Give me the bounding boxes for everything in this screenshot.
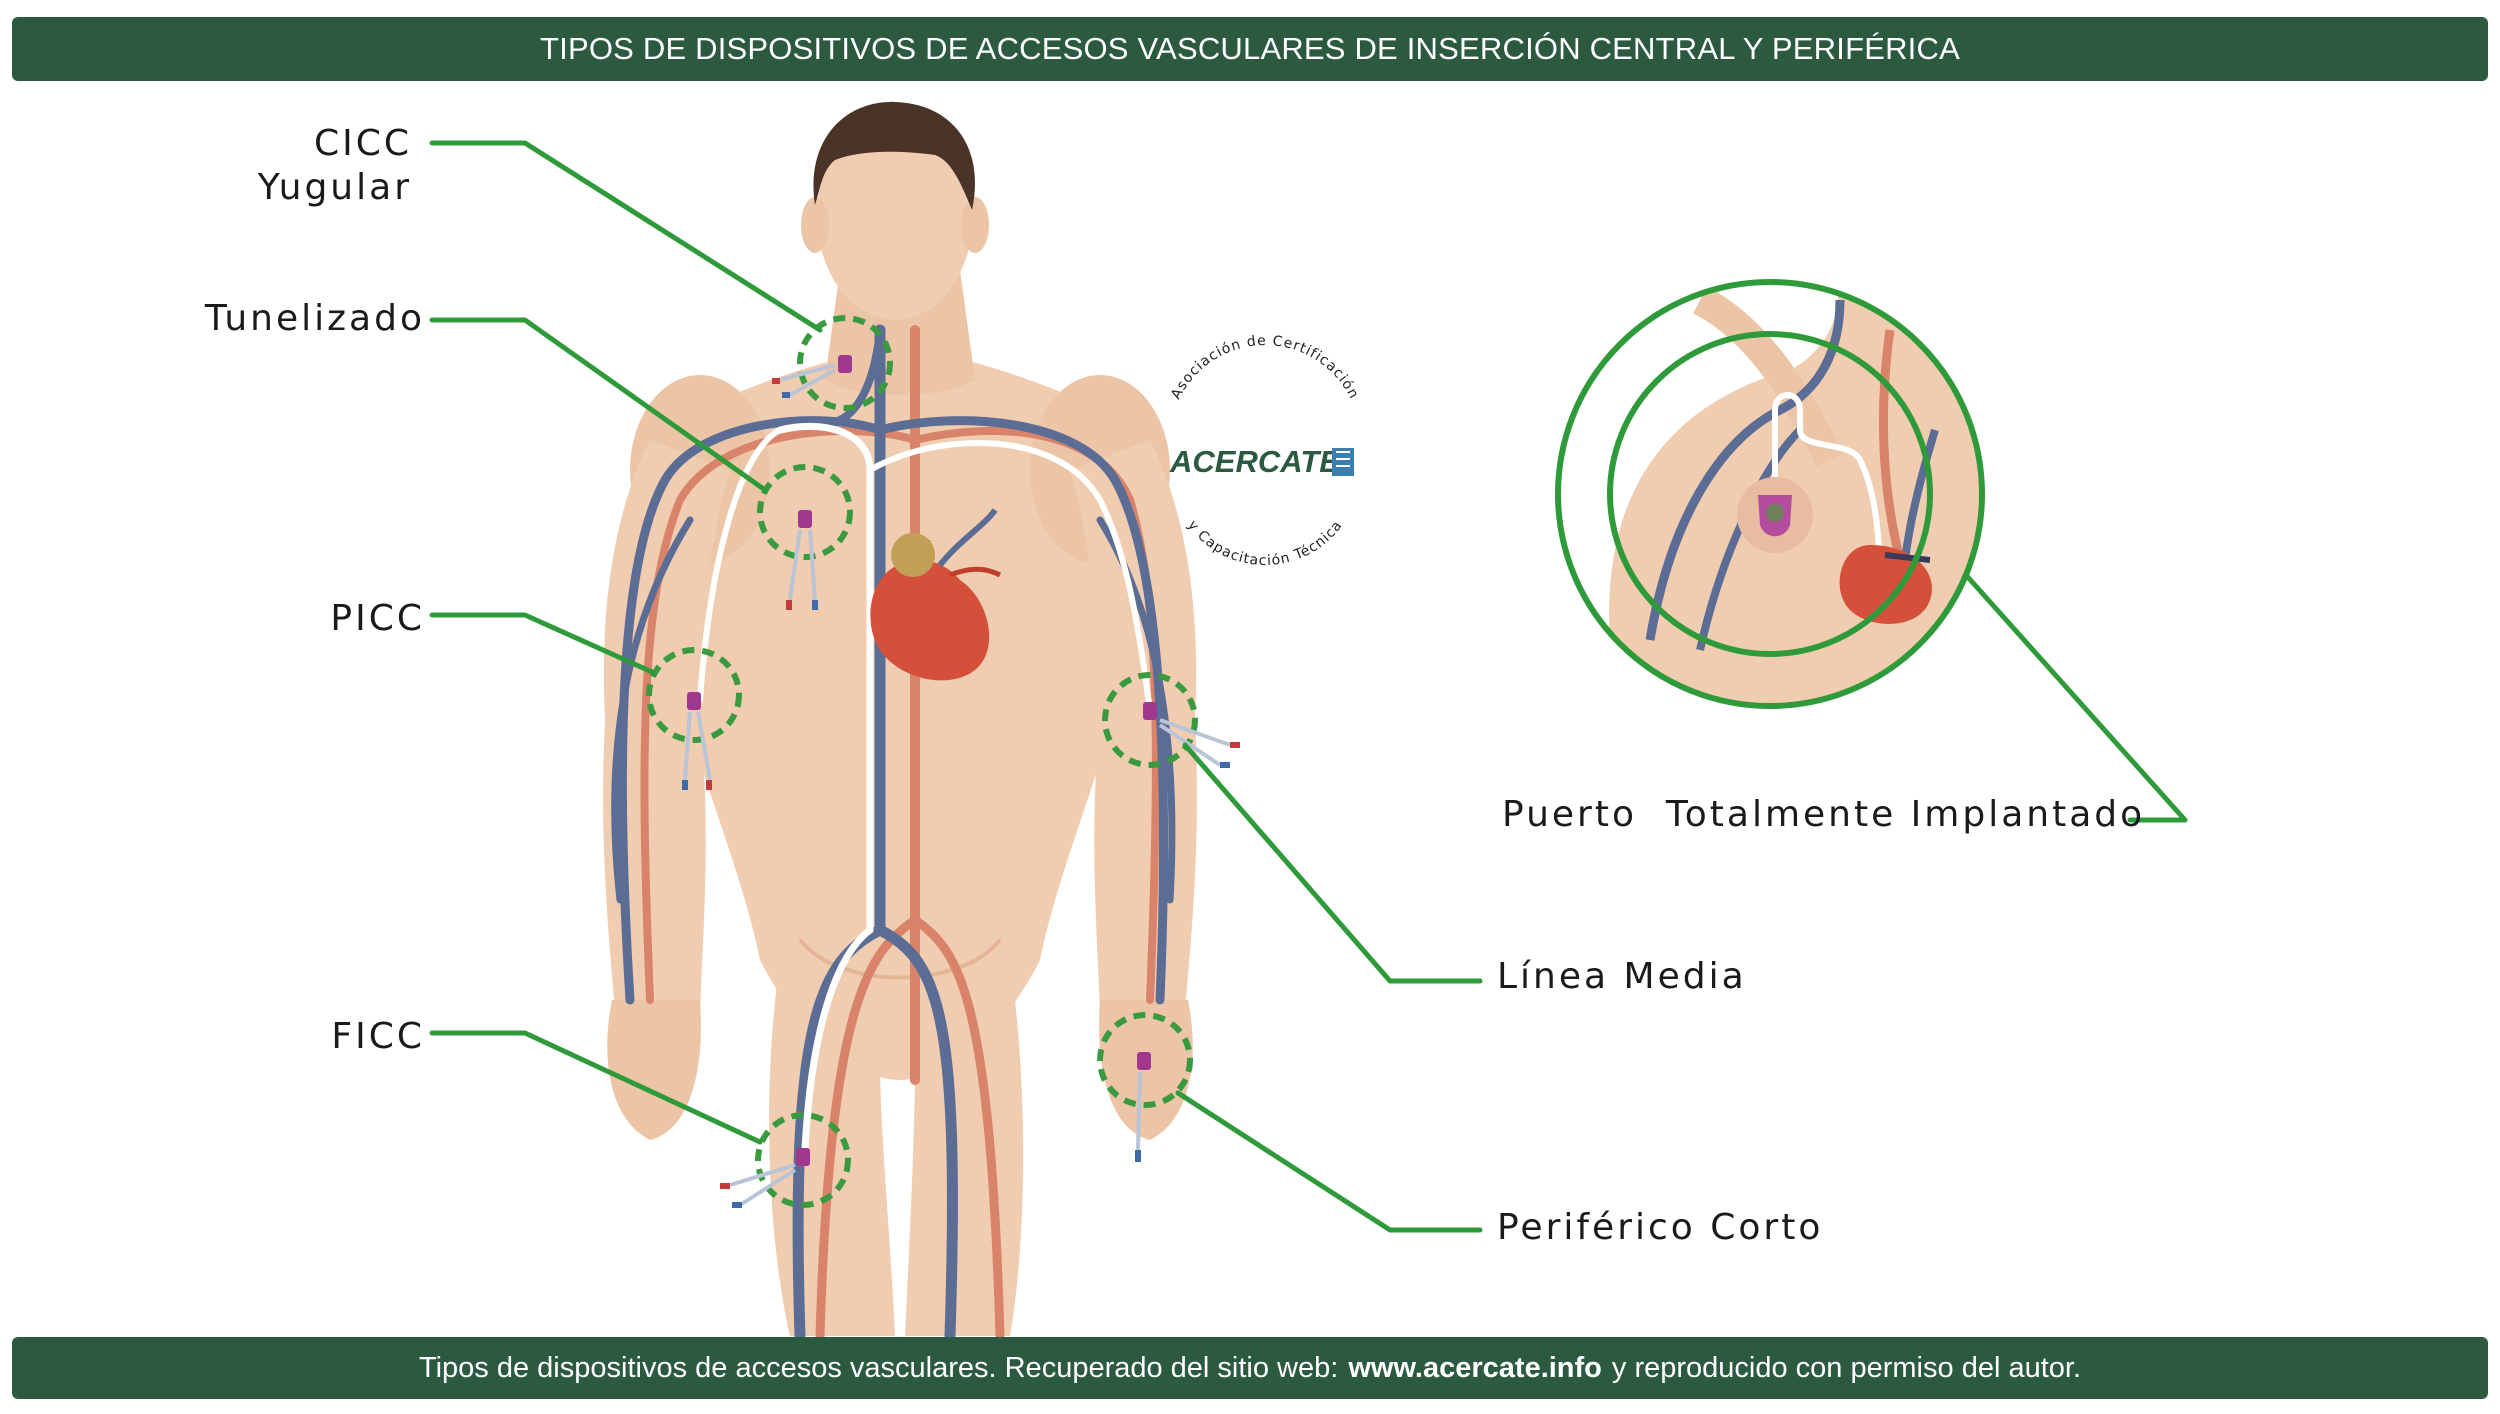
ficc-marker bbox=[755, 1112, 851, 1208]
cicc-yugular-marker bbox=[797, 315, 893, 411]
tunelizado-marker bbox=[757, 464, 853, 560]
label-cicc-line2: Yugular bbox=[257, 167, 412, 208]
torso bbox=[660, 350, 1140, 1080]
footer-text-before: Tipos de dispositivos de accesos vascula… bbox=[418, 1351, 1339, 1384]
hair bbox=[813, 101, 975, 210]
port-zoom-inset bbox=[1555, 279, 1985, 709]
label-ficc: FICC bbox=[331, 1016, 425, 1057]
label-cicc: CICC Yugular bbox=[250, 122, 412, 210]
leader-lines bbox=[429, 140, 2188, 1233]
footer-url[interactable]: www.acercate.info bbox=[1348, 1351, 1602, 1384]
header-bar: TIPOS DE DISPOSITIVOS DE ACCESOS VASCULA… bbox=[12, 17, 2488, 81]
footer-text-after: y reproducido con permiso del autor. bbox=[1611, 1351, 2082, 1384]
logo-wordmark: ACERCATE bbox=[1169, 444, 1341, 479]
page-title: TIPOS DE DISPOSITIVOS DE ACCESOS VASCULA… bbox=[540, 31, 1960, 66]
label-puerto: Puerto Totalmente Implantado bbox=[1502, 794, 2146, 835]
periferico-corto-marker bbox=[1097, 1012, 1193, 1108]
logo-arc-bottom: y Capacitación Técnica bbox=[1184, 517, 1345, 569]
svg-text:y Capacitación Técnica: y Capacitación Técnica bbox=[1184, 517, 1346, 569]
label-periferico-corto: Periférico Corto bbox=[1497, 1207, 1824, 1248]
left-hand bbox=[607, 1000, 701, 1140]
logo-arc-top: Asociación de Certificación bbox=[1168, 333, 1361, 402]
label-linea-media: Línea Media bbox=[1497, 956, 1747, 997]
vessels bbox=[611, 324, 1176, 1342]
linea-media-marker bbox=[1102, 672, 1198, 768]
label-tunelizado: Tunelizado bbox=[204, 298, 425, 339]
head bbox=[817, 110, 973, 320]
label-picc: PICC bbox=[330, 598, 425, 639]
human-figure bbox=[603, 101, 1197, 1336]
picc-marker bbox=[646, 647, 742, 743]
heart bbox=[870, 508, 1002, 681]
label-cicc-line1: CICC bbox=[313, 123, 412, 164]
footer-bar: Tipos de dispositivos de accesos vascula… bbox=[12, 1337, 2488, 1399]
svg-text:Asociación de Certificación: Asociación de Certificación bbox=[1168, 333, 1362, 402]
device-markers bbox=[646, 315, 1240, 1208]
acercate-logo: Asociación de Certificación y Capacitaci… bbox=[1168, 333, 1362, 569]
